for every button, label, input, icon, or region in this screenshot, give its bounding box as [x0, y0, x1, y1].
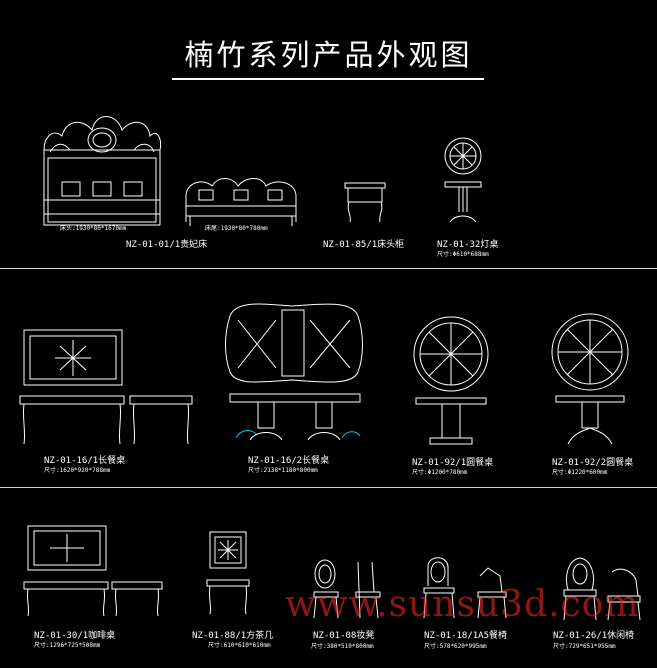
watermark-text: www.sunsu3d.com [285, 584, 640, 625]
bed-headboard-dimensions: 床头:1930*80*1670mm [60, 225, 127, 232]
long-table-2-dimensions: 尺寸:2138*1180*800mm [248, 467, 318, 474]
bed-drawing [43, 116, 161, 226]
long-table-2-model-code: NZ-01-16/2长餐桌 [248, 456, 330, 466]
tea-table-model-code: NZ-01-88/1方茶几 [192, 631, 274, 641]
tea-table-dimensions: 尺寸:610*610*610mm [208, 642, 271, 649]
nightstand-drawing [344, 182, 386, 223]
lamp-table-drawing [444, 137, 482, 223]
round-table-1-drawing [413, 316, 489, 445]
row-divider-1 [0, 268, 657, 269]
coffee-table-model-code: NZ-01-30/1咖啡桌 [34, 631, 116, 641]
dining-chair-model-code: NZ-01-18/1A5餐椅 [424, 631, 508, 641]
stool-model-code: NZ-01-08妆凳 [313, 631, 375, 641]
stool-dimensions: 尺寸:380*510*800mm [311, 643, 374, 650]
lamp-table-dimensions: 尺寸:Φ610*688mm [437, 251, 489, 258]
round-table-1-model-code: NZ-01-92/1圆餐桌 [412, 458, 494, 468]
round-table-2-drawing [551, 313, 629, 445]
coffee-table-dimensions: 尺寸:1296*725*508mm [34, 642, 101, 649]
tea-table-drawing [206, 531, 250, 615]
sheet-title: 楠竹系列产品外观图 [184, 38, 473, 72]
stool-drawing [313, 559, 381, 619]
long-table-1-model-code: NZ-01-16/1长餐桌 [44, 456, 126, 466]
bed-model-code: NZ-01-01/1贵妃床 [126, 240, 208, 250]
bench-dimensions: 床尾:1930*80*780mm [205, 225, 268, 232]
dining-chair-dimensions: 尺寸:578*620*995mm [424, 643, 487, 650]
coffee-table-drawing [23, 525, 163, 617]
long-table-1-drawing [19, 329, 193, 445]
leisure-chair-model-code: NZ-01-26/1休闲椅 [553, 631, 635, 641]
row-divider-2 [0, 487, 657, 488]
bench-drawing [185, 178, 297, 226]
nightstand-model-code: NZ-01-85/1床头柜 [323, 240, 405, 250]
round-table-2-model-code: NZ-01-92/2圆餐桌 [552, 458, 634, 468]
dining-chair-drawing [423, 557, 507, 619]
long-table-1-dimensions: 尺寸:1620*920*788mm [44, 467, 111, 474]
round-table-1-dimensions: 尺寸:Φ1200*780mm [412, 469, 468, 476]
leisure-chair-dimensions: 尺寸:729*651*955mm [553, 643, 616, 650]
leisure-chair-drawing [563, 557, 641, 621]
round-table-2-dimensions: 尺寸:Φ1220*600mm [552, 469, 608, 476]
accent-feet-drawing [235, 430, 361, 439]
title-underline [172, 78, 484, 80]
lamp-table-model-code: NZ-01-32灯桌 [437, 240, 499, 250]
long-table-2-drawing [225, 303, 363, 441]
